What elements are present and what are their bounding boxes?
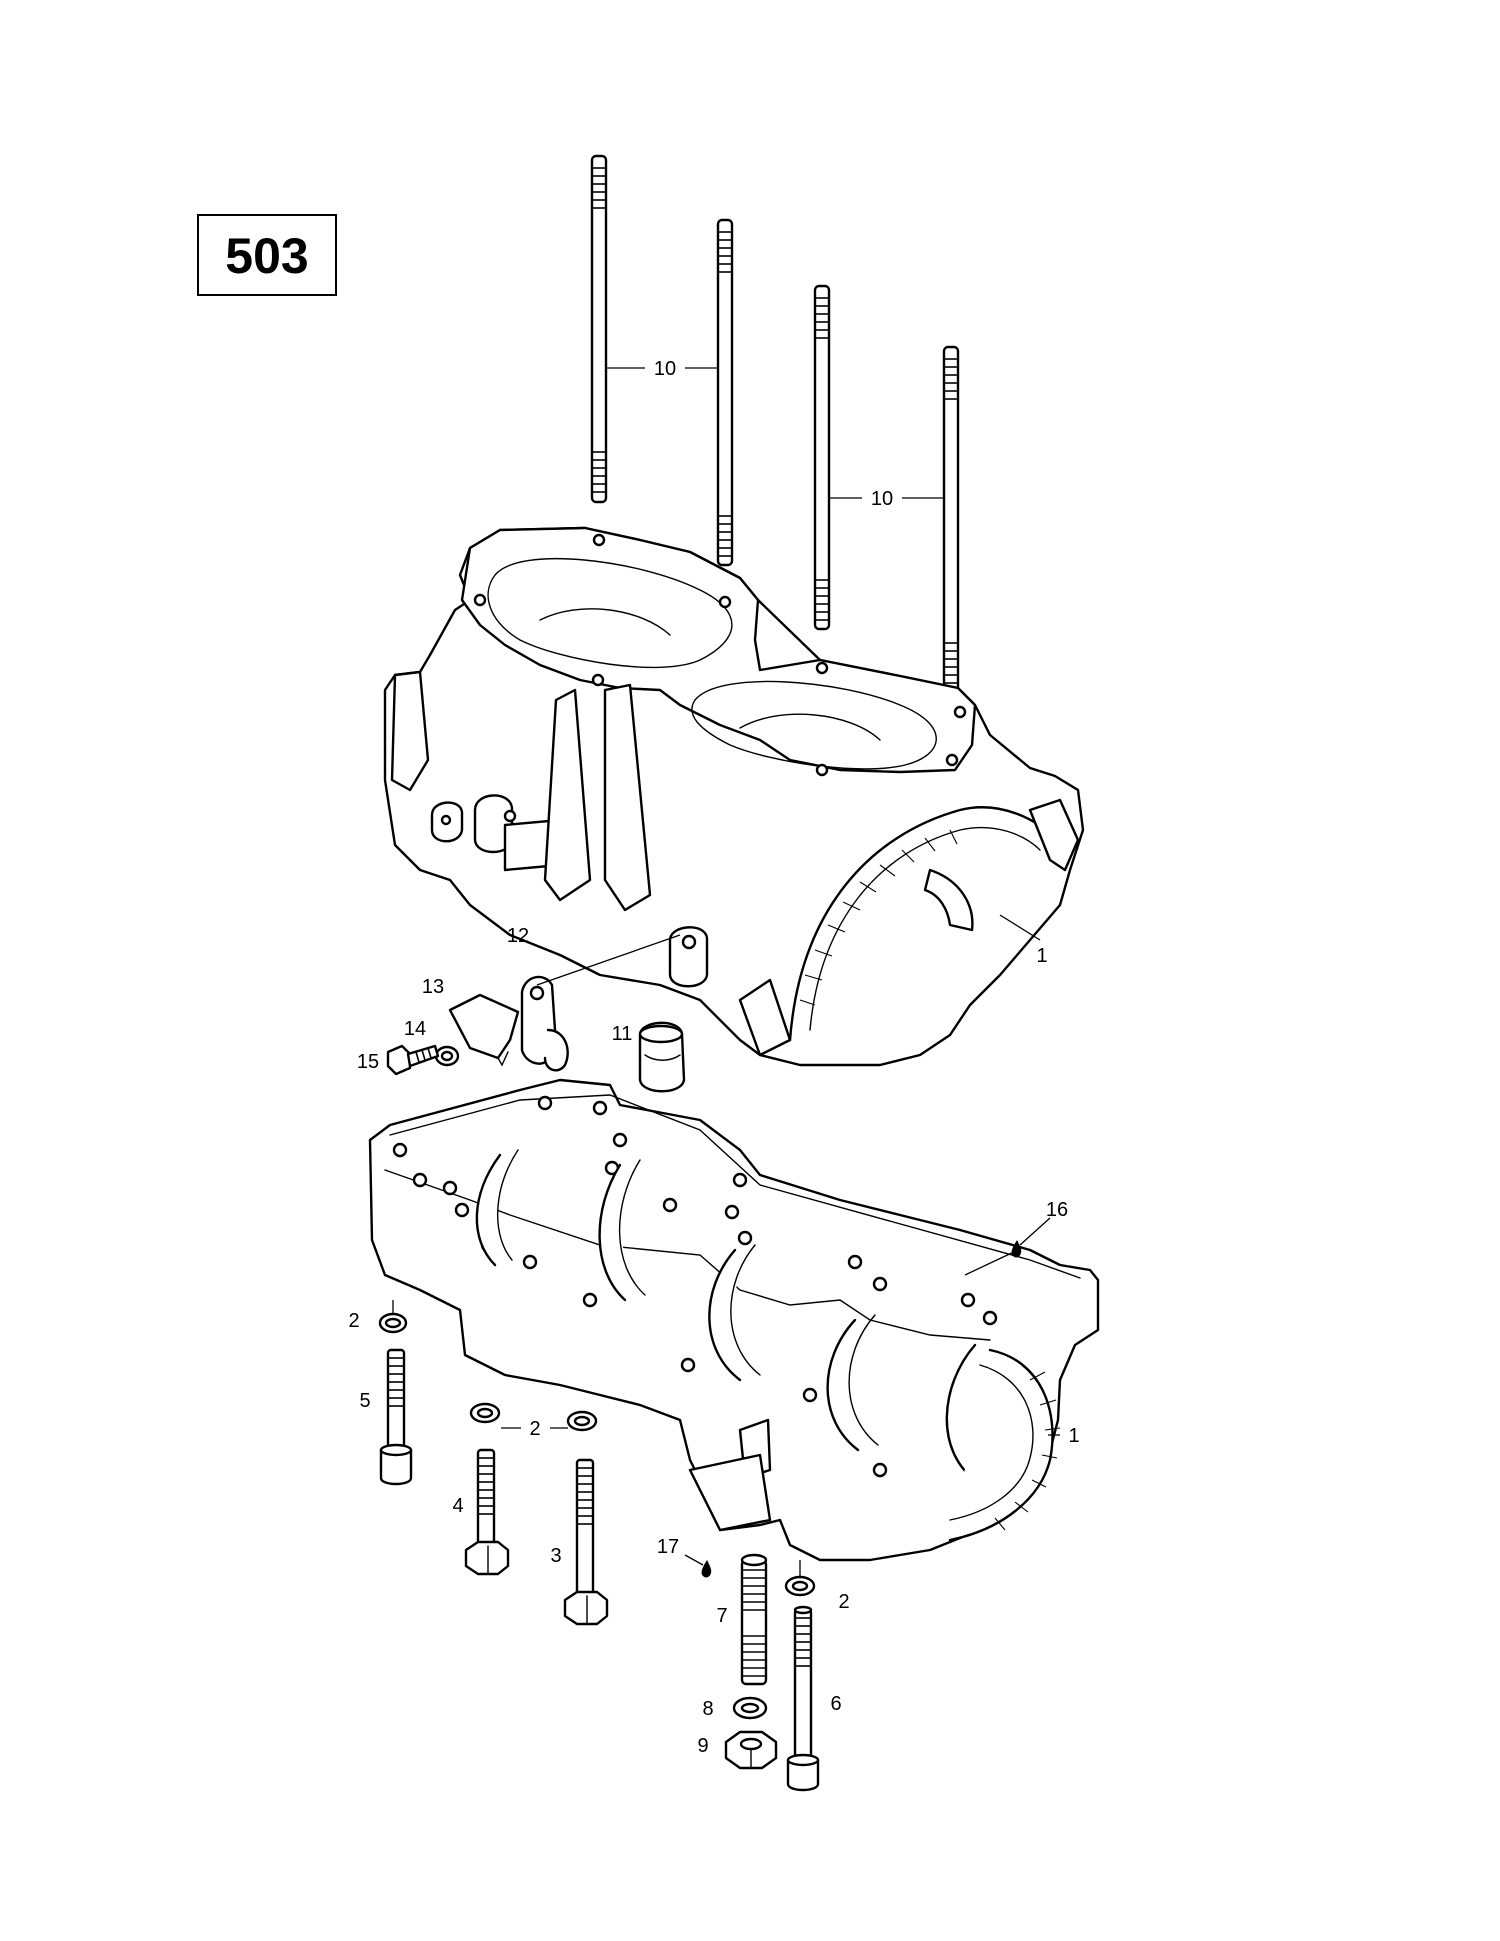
callout-10: 10 <box>871 488 893 510</box>
callout-8: 8 <box>702 1698 713 1720</box>
bolt-part-4[interactable] <box>464 1448 510 1576</box>
plate-part-13[interactable] <box>448 993 520 1067</box>
callout-11: 11 <box>612 1023 633 1045</box>
bolt-part-5[interactable] <box>379 1348 413 1486</box>
leader-lines <box>392 367 1060 1576</box>
callout-3: 3 <box>550 1545 561 1567</box>
upper-crankcase-half[interactable] <box>383 526 1085 1067</box>
stud-part-7[interactable] <box>740 1553 768 1686</box>
stud-part-10-d[interactable] <box>942 345 960 694</box>
stud-part-10-c[interactable] <box>813 284 831 631</box>
sealant-drop-part-16[interactable] <box>1011 1240 1022 1258</box>
bracket-part-12[interactable] <box>520 975 569 1072</box>
washer-part-2-a[interactable] <box>378 1312 408 1334</box>
callout-1: 1 <box>1068 1425 1079 1447</box>
callout-10: 10 <box>654 358 676 380</box>
screw-part-15[interactable] <box>386 1044 440 1076</box>
diagram-number: 503 <box>225 228 308 284</box>
washer-part-8[interactable] <box>732 1696 768 1720</box>
callout-16: 16 <box>1046 1199 1068 1221</box>
callout-6: 6 <box>830 1693 841 1715</box>
callout-17: 17 <box>657 1536 679 1558</box>
bolt-part-6[interactable] <box>786 1605 820 1792</box>
washer-part-14[interactable] <box>434 1045 460 1067</box>
callout-9: 9 <box>697 1735 708 1757</box>
callout-1: 1 <box>1036 945 1047 967</box>
callout-2: 2 <box>348 1310 359 1332</box>
callout-12: 12 <box>507 925 529 947</box>
callout-14: 14 <box>404 1018 426 1040</box>
callout-labels: 10 10 1 12 13 14 11 15 16 2 5 2 1 4 3 17… <box>348 358 1079 1757</box>
washer-part-2-d[interactable] <box>784 1575 816 1597</box>
washer-part-2-b[interactable] <box>469 1402 501 1424</box>
callout-4: 4 <box>452 1495 463 1517</box>
callout-2: 2 <box>838 1591 849 1613</box>
grommet-part-11[interactable] <box>638 1021 686 1093</box>
callout-13: 13 <box>422 976 444 998</box>
stud-part-10-b[interactable] <box>716 218 734 567</box>
sealant-drop-part-17[interactable] <box>701 1560 712 1578</box>
callout-2: 2 <box>529 1418 540 1440</box>
washer-part-2-c[interactable] <box>566 1410 598 1432</box>
callout-15: 15 <box>357 1051 379 1073</box>
lower-crankcase-half[interactable] <box>368 1078 1100 1562</box>
diagram-number-box: 503 <box>197 214 337 296</box>
callout-5: 5 <box>359 1390 370 1412</box>
callout-7: 7 <box>716 1605 727 1627</box>
nut-part-9[interactable] <box>724 1730 778 1770</box>
bolt-part-3[interactable] <box>563 1458 609 1626</box>
stud-part-10-a[interactable] <box>590 154 608 504</box>
